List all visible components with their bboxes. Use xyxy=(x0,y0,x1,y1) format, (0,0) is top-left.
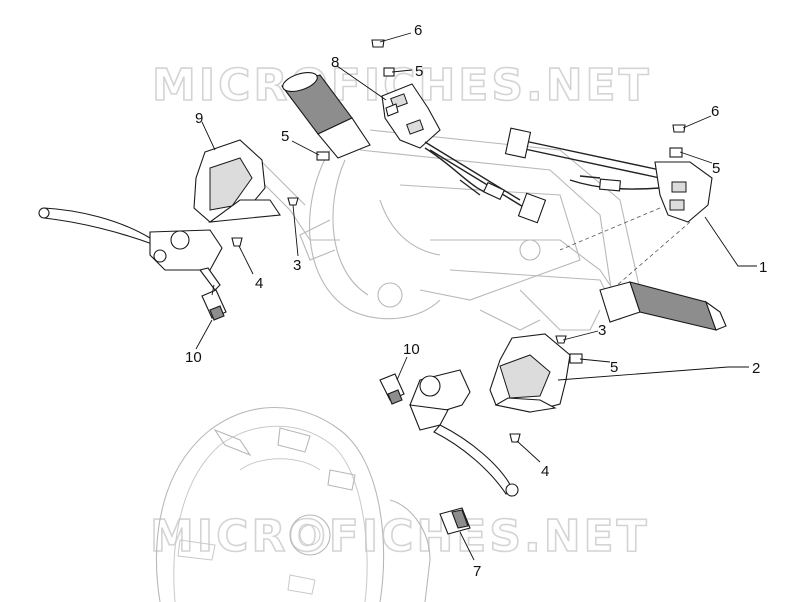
handlebar-frame xyxy=(249,129,641,331)
callout-5-mid-left: 5 xyxy=(281,128,289,145)
nut-mid-left xyxy=(316,151,330,161)
callout-3-left: 3 xyxy=(293,257,301,274)
callout-5-lower-right: 5 xyxy=(610,359,618,376)
front-shield xyxy=(156,407,431,602)
leader-lines xyxy=(195,32,757,561)
right-wiring-harness xyxy=(504,127,661,192)
callout-9: 9 xyxy=(195,110,203,127)
nut-lower-right xyxy=(569,353,583,364)
callout-6-right: 6 xyxy=(711,103,719,120)
callout-6-left: 6 xyxy=(414,22,422,39)
left-wiring-harness xyxy=(424,141,547,224)
callout-4-left: 4 xyxy=(255,275,263,292)
callout-4-right: 4 xyxy=(541,463,549,480)
screw-top-right xyxy=(672,124,686,133)
callout-10-right: 10 xyxy=(403,341,420,358)
callout-2: 2 xyxy=(752,360,760,377)
left-brake-lever xyxy=(38,207,223,291)
left-stop-switch xyxy=(201,284,227,321)
assembly-line-right-switch-2 xyxy=(559,207,661,251)
watermark-bottom: MICROFICHES.NET xyxy=(150,511,650,562)
screw-guard-right xyxy=(555,335,567,344)
screw-lower-right xyxy=(509,433,521,443)
callout-3-right: 3 xyxy=(598,322,606,339)
callout-numbers: 1 2 3 3 4 4 5 5 5 5 6 6 7 8 9 10 10 xyxy=(185,22,767,580)
callout-7: 7 xyxy=(473,563,481,580)
right-stop-switch xyxy=(379,373,405,405)
right-handle-grip xyxy=(599,281,727,331)
callout-5-top: 5 xyxy=(415,63,423,80)
connector-part xyxy=(439,507,471,535)
callout-8: 8 xyxy=(331,54,339,71)
left-hand-guard xyxy=(193,139,281,223)
right-hand-guard xyxy=(489,333,571,413)
right-brake-lever xyxy=(409,369,519,497)
screw-guard-left xyxy=(287,197,299,206)
callout-1: 1 xyxy=(759,259,767,276)
callout-10-left: 10 xyxy=(185,349,202,366)
left-switch-block xyxy=(381,83,441,149)
fasteners xyxy=(231,39,686,443)
callout-5-right: 5 xyxy=(712,160,720,177)
screw-lower-left xyxy=(231,237,243,247)
right-switch-block xyxy=(654,161,713,223)
left-handle-grip xyxy=(281,72,371,159)
